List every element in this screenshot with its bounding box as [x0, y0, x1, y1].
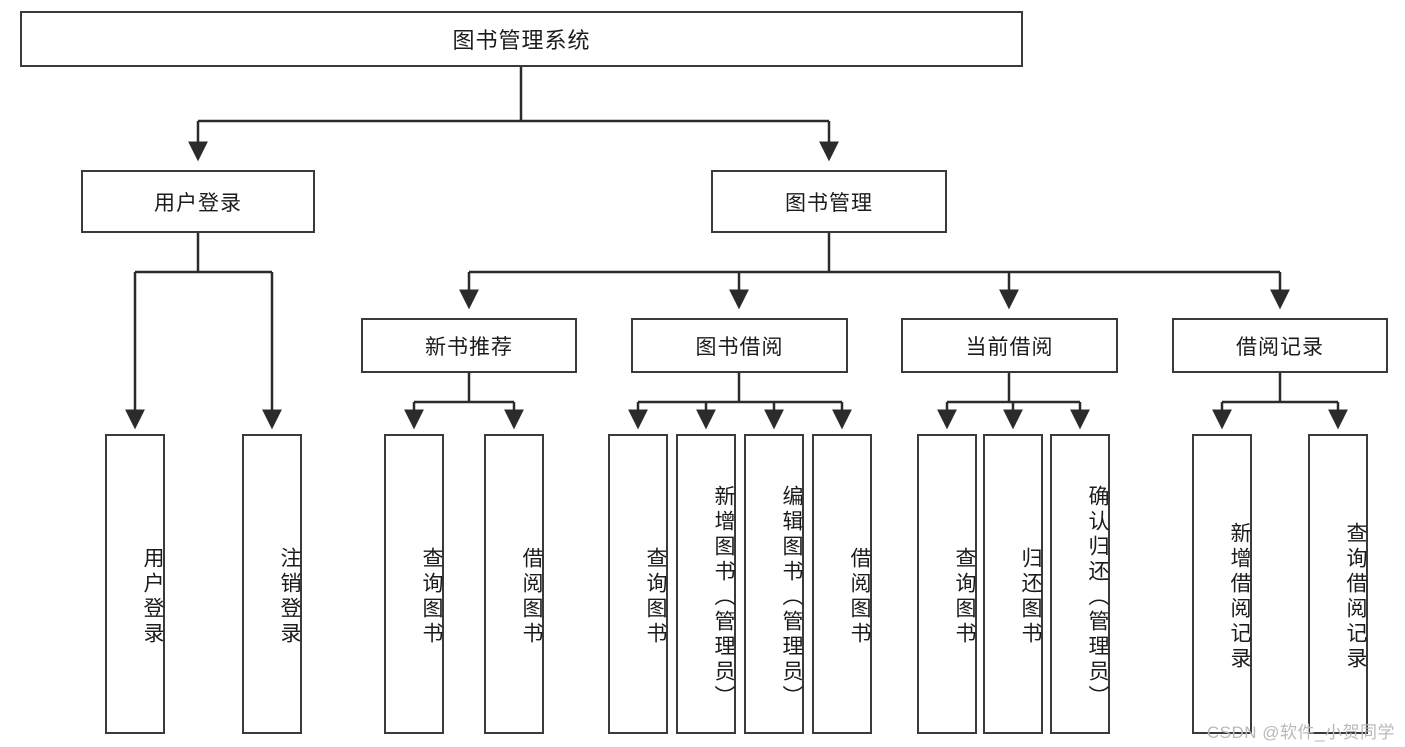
node-label: 确认归还（管理员）: [1086, 484, 1109, 710]
node-root-book-management-system[interactable]: 图书管理系统: [20, 11, 1023, 67]
node-label: 借阅记录: [1236, 335, 1324, 359]
node-book-borrow[interactable]: 图书借阅: [631, 318, 848, 373]
leaf-book-borrow-borrow-book[interactable]: 借阅图书: [812, 434, 872, 734]
leaf-borrow-record-query-record[interactable]: 查询借阅记录: [1308, 434, 1368, 734]
node-label: 图书借阅: [695, 335, 784, 359]
node-borrow-record[interactable]: 借阅记录: [1172, 318, 1388, 373]
node-user-login[interactable]: 用户登录: [81, 170, 315, 233]
node-label: 图书管理: [785, 191, 873, 215]
watermark-text: CSDN @软件_小贺同学: [1206, 723, 1395, 742]
leaf-new-book-query-book[interactable]: 查询图书: [384, 434, 444, 734]
node-current-borrow[interactable]: 当前借阅: [901, 318, 1118, 373]
leaf-borrow-record-add-record[interactable]: 新增借阅记录: [1192, 434, 1252, 734]
node-label: 查询图书: [644, 547, 667, 647]
leaf-book-borrow-query-book[interactable]: 查询图书: [608, 434, 668, 734]
node-new-book-recommend[interactable]: 新书推荐: [361, 318, 577, 373]
leaf-user-login-login[interactable]: 用户登录: [105, 434, 165, 734]
node-label: 归还图书: [1019, 547, 1042, 647]
node-label: 编辑图书（管理员）: [780, 484, 803, 710]
node-label: 当前借阅: [965, 335, 1054, 359]
node-label: 查询图书: [953, 547, 976, 647]
node-label: 用户登录: [141, 547, 164, 647]
node-label: 查询图书: [420, 547, 443, 647]
node-book-management[interactable]: 图书管理: [711, 170, 947, 233]
node-label: 借阅图书: [520, 547, 543, 647]
node-label: 注销登录: [278, 547, 301, 647]
leaf-user-login-logout[interactable]: 注销登录: [242, 434, 302, 734]
leaf-new-book-borrow-book[interactable]: 借阅图书: [484, 434, 544, 734]
leaf-current-borrow-query-book[interactable]: 查询图书: [917, 434, 977, 734]
node-label: 新增借阅记录: [1228, 522, 1251, 672]
leaf-book-borrow-add-book[interactable]: 新增图书（管理员）: [676, 434, 736, 734]
node-label: 用户登录: [154, 191, 242, 215]
node-label: 新增图书（管理员）: [712, 484, 735, 710]
node-label: 查询借阅记录: [1344, 522, 1367, 672]
node-label: 借阅图书: [848, 547, 871, 647]
node-label: 新书推荐: [425, 335, 513, 359]
leaf-current-borrow-confirm-return[interactable]: 确认归还（管理员）: [1050, 434, 1110, 734]
node-label: 图书管理系统: [452, 28, 591, 53]
leaf-current-borrow-return-book[interactable]: 归还图书: [983, 434, 1043, 734]
leaf-book-borrow-edit-book[interactable]: 编辑图书（管理员）: [744, 434, 804, 734]
